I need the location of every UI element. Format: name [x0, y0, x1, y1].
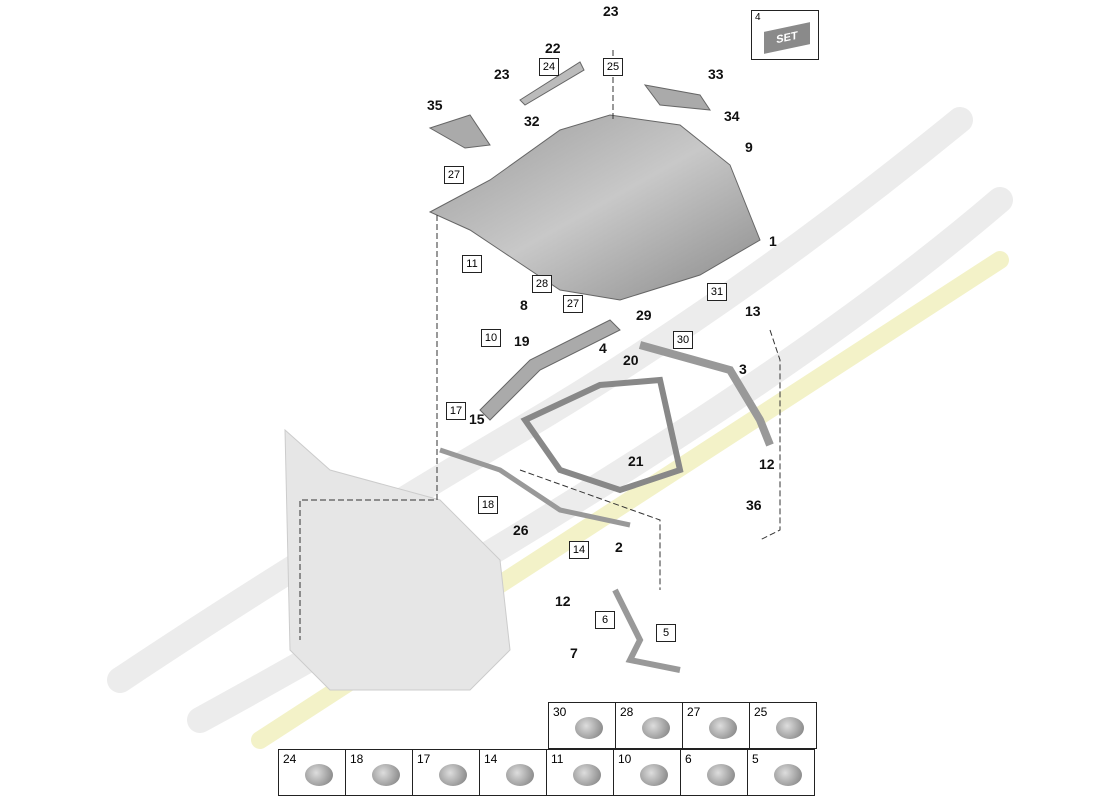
part-cell[interactable]: 24: [278, 749, 346, 796]
part-cell[interactable]: 5: [747, 749, 815, 796]
boxed-callout: 6: [595, 611, 615, 629]
boxed-callout: 27: [563, 295, 583, 313]
car-silhouette: [284, 428, 511, 691]
callout: 8: [520, 297, 528, 313]
callout: 7: [570, 645, 578, 661]
part-number: 25: [754, 705, 768, 719]
boxed-callout: 31: [707, 283, 727, 301]
callout: 21: [628, 453, 644, 469]
boxed-callout: 5: [656, 624, 676, 642]
screw-icon: [640, 764, 668, 786]
callout: 22: [545, 40, 561, 56]
callout: 1: [769, 233, 777, 249]
parts-table-bottom: 24 18 17 14 11 10 6 5: [278, 749, 815, 796]
nut-icon: [776, 717, 804, 739]
boxed-callout: 24: [539, 58, 559, 76]
callout: 2: [615, 539, 623, 555]
part-number: 17: [417, 752, 431, 766]
callout: 4: [599, 340, 607, 356]
callout: 12: [759, 456, 775, 472]
part-number: 28: [620, 705, 634, 719]
nut-icon: [707, 764, 735, 786]
bolt-icon: [305, 764, 333, 786]
boxed-callout: 10: [481, 329, 501, 347]
clip-icon: [439, 764, 467, 786]
seal-15: [439, 447, 631, 528]
callout: 20: [623, 352, 639, 368]
grommet-icon: [709, 717, 737, 739]
parts-table-top: 30 28 27 25: [548, 702, 817, 749]
part-number: 10: [618, 752, 632, 766]
callout: 34: [724, 108, 740, 124]
callout: 29: [636, 307, 652, 323]
part-number: 14: [484, 752, 498, 766]
part-number: 30: [553, 705, 567, 719]
callout: 36: [746, 497, 762, 513]
part-cell[interactable]: 17: [412, 749, 480, 796]
screw-icon: [573, 764, 601, 786]
set-label: SET: [764, 22, 810, 54]
set-number: 4: [755, 12, 761, 23]
plug-icon: [642, 717, 670, 739]
part-number: 6: [685, 752, 692, 766]
part-cell[interactable]: 6: [680, 749, 748, 796]
callout: 9: [745, 139, 753, 155]
seal-21: [520, 376, 684, 494]
part-35: [428, 114, 491, 149]
bolt-icon: [372, 764, 400, 786]
part-cell[interactable]: 11: [546, 749, 614, 796]
part-number: 11: [551, 752, 564, 766]
callout: 19: [514, 333, 530, 349]
part-number: 18: [350, 752, 364, 766]
callout: 23: [494, 66, 510, 82]
boxed-callout: 17: [446, 402, 466, 420]
boxed-callout: 14: [569, 541, 589, 559]
callout: 13: [745, 303, 761, 319]
callout: 15: [469, 411, 485, 427]
part-34: [643, 84, 712, 111]
part-cell[interactable]: 14: [479, 749, 547, 796]
screw-icon: [506, 764, 534, 786]
seal-19: [479, 319, 621, 421]
part-cell[interactable]: 30: [548, 702, 616, 749]
part-cell[interactable]: 27: [682, 702, 750, 749]
boxed-callout: 25: [603, 58, 623, 76]
boxed-callout: 30: [673, 331, 693, 349]
part-cell[interactable]: 25: [749, 702, 817, 749]
part-cell[interactable]: 10: [613, 749, 681, 796]
boxed-callout: 11: [462, 255, 482, 273]
callout: 32: [524, 113, 540, 129]
seal-12: [638, 341, 774, 447]
callout: 26: [513, 522, 529, 538]
bolt-icon: [774, 764, 802, 786]
boxed-callout: 27: [444, 166, 464, 184]
part-number: 27: [687, 705, 701, 719]
part-number: 5: [752, 752, 759, 766]
fastener-icon: [575, 717, 603, 739]
part-number: 24: [283, 752, 297, 766]
part-cell[interactable]: 18: [345, 749, 413, 796]
callout: 33: [708, 66, 724, 82]
callout: 12: [555, 593, 571, 609]
part-cell[interactable]: 28: [615, 702, 683, 749]
strut-5: [612, 588, 681, 673]
callout: 23: [603, 3, 619, 19]
callout: 35: [427, 97, 443, 113]
boxed-callout: 18: [478, 496, 498, 514]
boxed-callout: 28: [532, 275, 552, 293]
hood-liner: [428, 114, 761, 301]
callout: 3: [739, 361, 747, 377]
part-22: [519, 61, 585, 106]
